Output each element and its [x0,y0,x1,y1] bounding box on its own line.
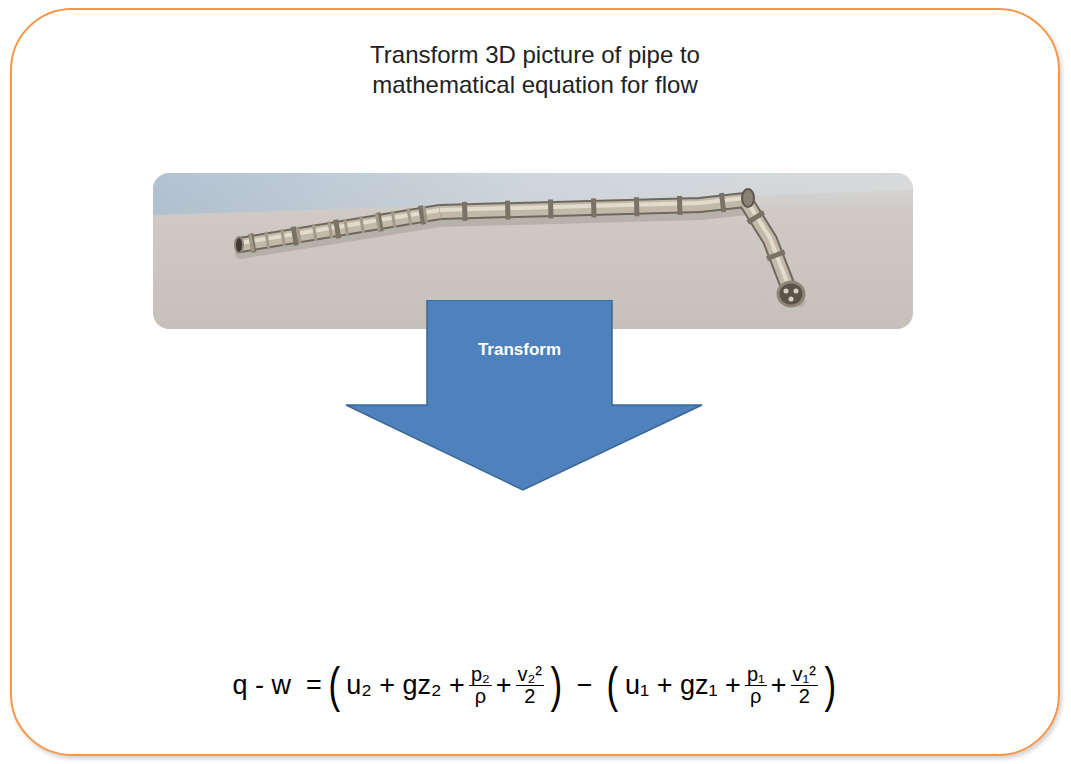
arrow-shape [340,300,710,492]
parenthesis: ) [549,660,563,710]
equation-term: + [494,670,514,701]
parenthesis: ( [606,660,620,710]
parenthesis: ) [823,660,837,710]
parenthesis: ( [327,660,341,710]
equation-term: q - w = [230,670,323,701]
equation-term: − [567,670,603,701]
fraction: p₁ρ [745,664,767,707]
equation-term: u₂ + gz₂ + [344,670,467,701]
fraction-numerator: v₂² [516,664,544,686]
arrow-label: Transform [427,340,612,360]
flow-equation: q - w =(u₂ + gz₂ +p₂ρ+v₂²2)−(u₁ + gz₁ +p… [0,640,1071,730]
fraction-numerator: p₂ [469,664,492,686]
fraction: v₂²2 [516,664,544,707]
block-arrow: Transform [340,300,710,492]
fraction: p₂ρ [469,664,492,707]
equation-term: + [769,670,789,701]
fraction-numerator: v₁² [791,664,818,686]
fraction-numerator: p₁ [745,664,767,686]
equation-term: u₁ + gz₁ + [623,670,743,701]
frame-panel: Transform 3D picture of pipe to mathemat… [10,8,1060,756]
title-text: Transform 3D picture of pipe to mathemat… [312,40,758,100]
fraction-denominator: ρ [748,686,763,707]
fraction-denominator: ρ [473,686,488,707]
fraction-denominator: 2 [522,686,537,707]
fraction: v₁²2 [791,664,818,707]
fraction-denominator: 2 [797,686,812,707]
